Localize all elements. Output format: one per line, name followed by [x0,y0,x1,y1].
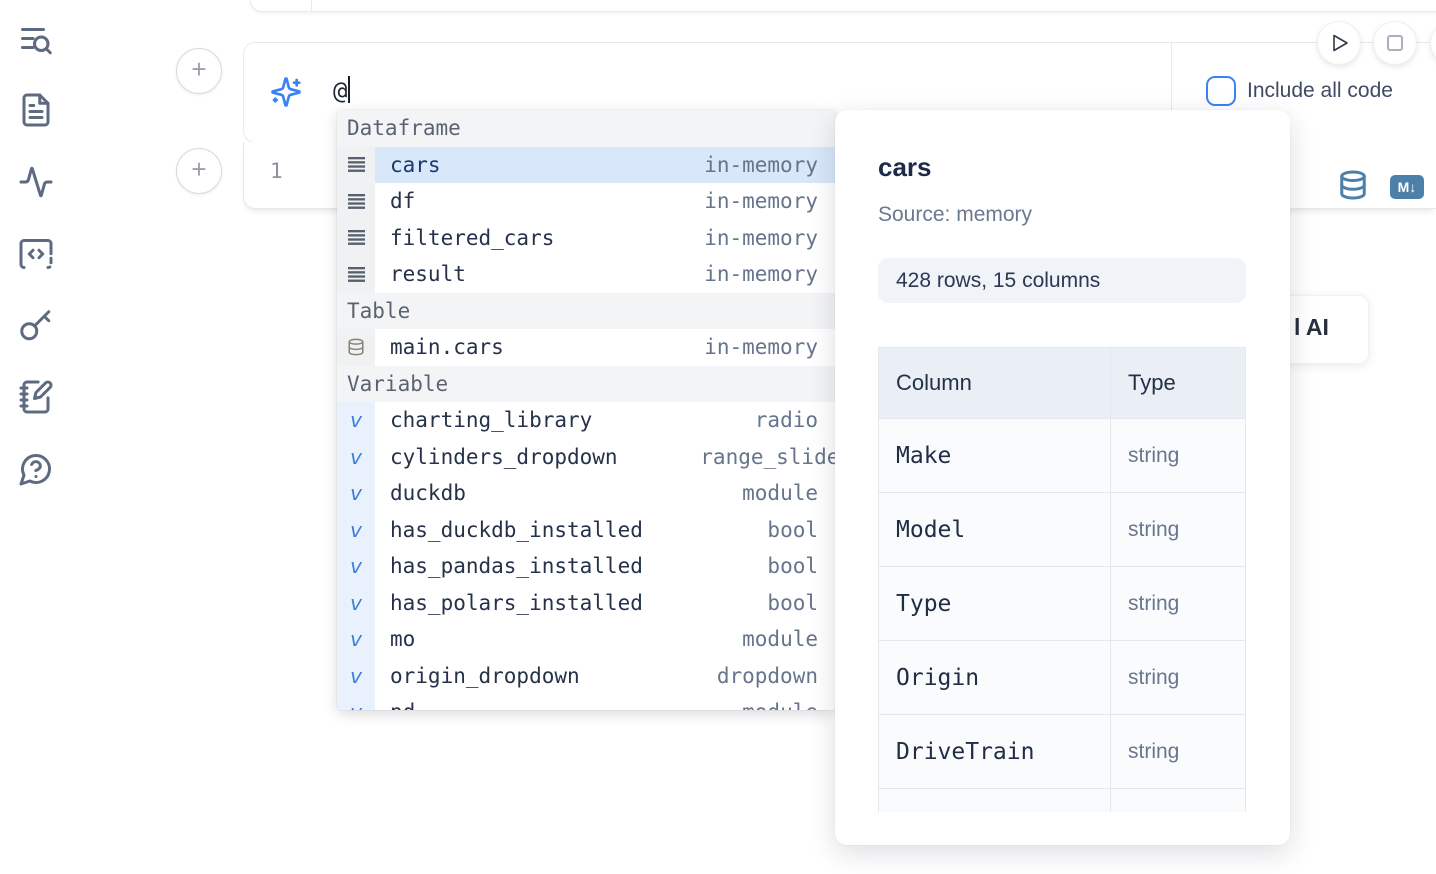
table-row-partial [879,789,1246,812]
type-header: Type [1111,348,1246,419]
extra-control-button[interactable] [1431,22,1436,64]
autocomplete-item-pd[interactable]: v pd module [337,694,835,710]
variable-icon: v [337,548,375,585]
autocomplete-item-main-cars[interactable]: main.cars in-memory [337,329,835,366]
autocomplete-item-filtered-cars[interactable]: filtered_cars in-memory [337,219,835,256]
datasource-connect-icon[interactable] [1338,170,1368,202]
variable-icon: v [337,584,375,621]
column-header: Column [879,348,1111,419]
autocomplete-item-result[interactable]: result in-memory [337,256,835,293]
schema-table-header: Column Type [879,348,1246,419]
run-cell-button[interactable] [1318,22,1360,64]
section-header-variable: Variable [337,365,835,402]
notebook-pen-icon[interactable] [18,379,54,415]
dataframe-rows-icon [337,183,375,220]
section-header-table: Table [337,292,835,329]
dataframe-rows-icon [337,256,375,293]
autocomplete-item-has-pandas-installed[interactable]: v has_pandas_installed bool [337,548,835,585]
autocomplete-item-origin-dropdown[interactable]: v origin_dropdown dropdown [337,657,835,694]
variable-icon: v [337,694,375,710]
autocomplete-item-charting-library[interactable]: v charting_library radio [337,402,835,439]
table-row: Make string [879,419,1246,493]
include-all-code-label[interactable]: Include all code [1247,79,1393,102]
stop-square-icon [1387,35,1403,51]
table-row: Type string [879,567,1246,641]
help-message-icon[interactable] [18,451,54,487]
variable-icon: v [337,475,375,512]
file-text-icon[interactable] [18,92,54,128]
code-snippets-icon[interactable] [18,236,54,272]
dataframe-rows-icon [337,219,375,256]
dataframe-rows-icon [337,146,375,183]
add-cell-button-bottom[interactable]: + [176,148,222,194]
ai-button-label: l AI [1294,314,1329,340]
play-icon [1333,34,1348,52]
autocomplete-item-has-polars-installed[interactable]: v has_polars_installed bool [337,584,835,621]
sparkles-icon [270,76,302,108]
left-sidebar [0,0,72,874]
section-header-dataframe: Dataframe [337,110,835,147]
autocomplete-item-has-duckdb-installed[interactable]: v has_duckdb_installed bool [337,511,835,548]
previous-cell-fragment [250,0,1436,12]
autocomplete-item-df[interactable]: df in-memory [337,183,835,220]
autocomplete-item-cars[interactable]: cars in-memory [337,146,835,183]
database-icon [337,329,375,366]
variable-icon: v [337,621,375,658]
variable-icon: v [337,511,375,548]
dataframe-preview-panel: cars Source: memory 428 rows, 15 columns… [835,110,1290,845]
stop-button[interactable] [1374,22,1416,64]
text-caret [348,76,351,103]
table-row: Origin string [879,641,1246,715]
table-row: DriveTrain string [879,715,1246,789]
activity-icon[interactable] [18,164,54,200]
variable-icon: v [337,438,375,475]
table-row: Model string [879,493,1246,567]
autocomplete-dropdown: Dataframe cars in-memory df in-memory fi… [337,110,835,710]
key-icon[interactable] [18,308,54,344]
include-all-code-checkbox[interactable] [1206,76,1236,106]
shape-badge: 428 rows, 15 columns [878,258,1246,303]
autocomplete-item-duckdb[interactable]: v duckdb module [337,475,835,512]
ai-input-value: @ [333,77,348,105]
schema-table: Column Type Make string Model string Typ… [878,347,1246,812]
preview-title: cars [878,152,932,182]
markdown-icon[interactable]: M↓ [1390,175,1424,199]
preview-source: Source: memory [878,203,1033,226]
cell-gutter-divider [311,0,312,11]
list-search-icon[interactable] [18,22,54,58]
autocomplete-item-mo[interactable]: v mo module [337,621,835,658]
variable-icon: v [337,402,375,439]
add-cell-button-top[interactable]: + [176,48,222,94]
line-number: 1 [270,159,283,183]
ai-prompt-input[interactable]: @ [333,76,351,105]
prompt-panel-divider [1171,43,1172,142]
variable-icon: v [337,657,375,694]
autocomplete-item-cylinders-dropdown[interactable]: v cylinders_dropdown range_slider [337,438,835,475]
